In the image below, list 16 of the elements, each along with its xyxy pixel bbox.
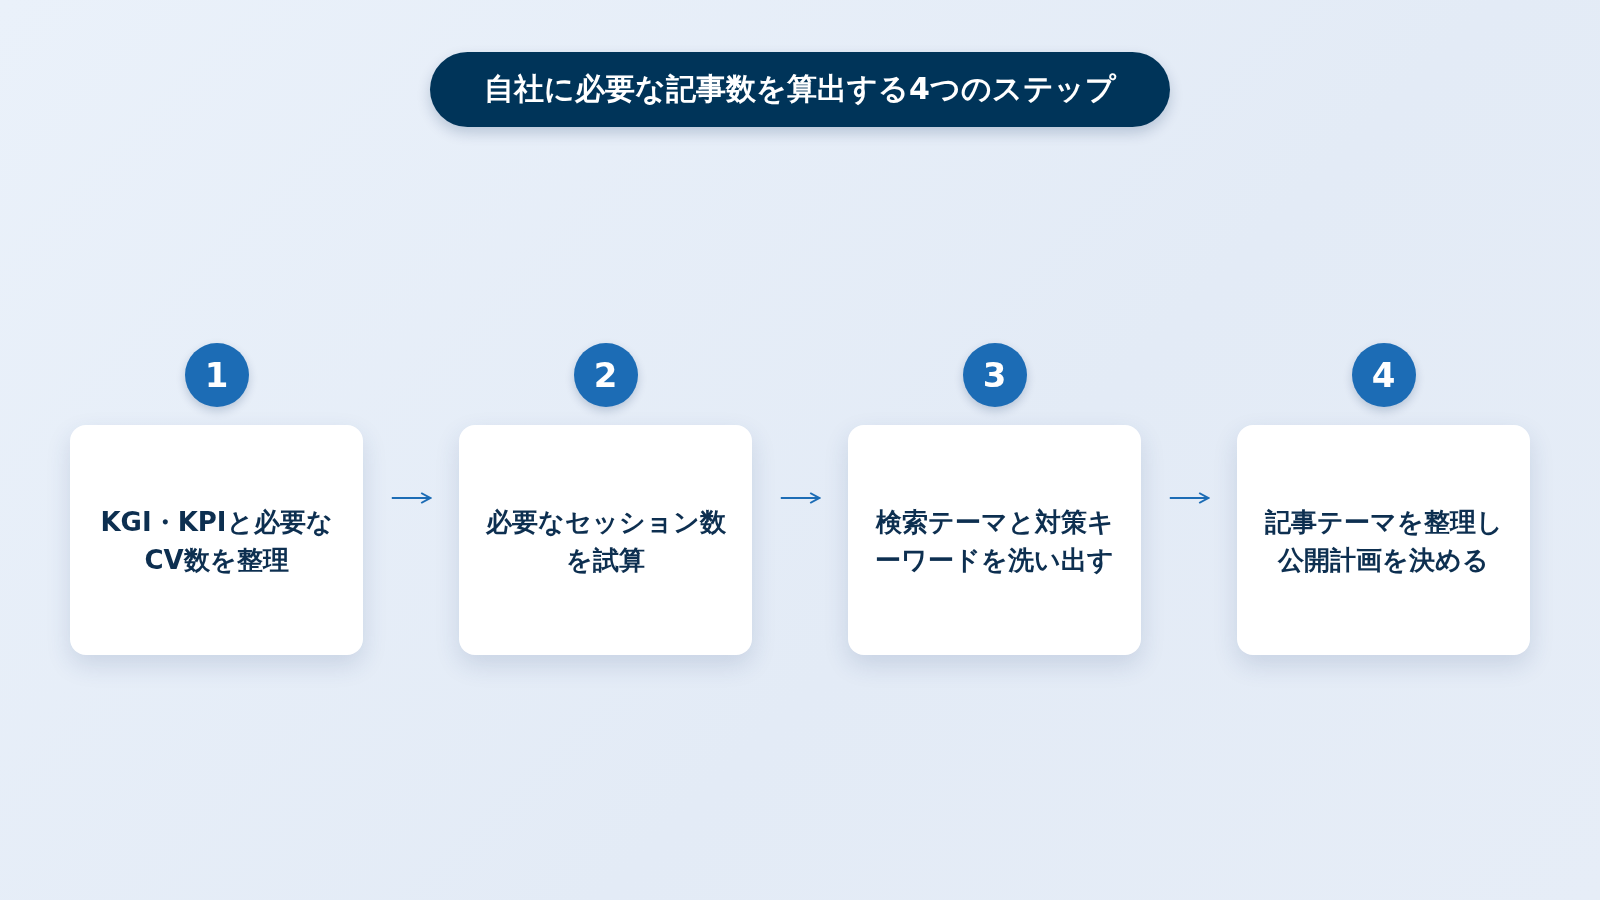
step-text: 必要なセッション数を試算 <box>484 506 727 577</box>
step-card <box>1237 425 1530 655</box>
arrow <box>779 492 821 504</box>
step-number-circle: 4 <box>1351 343 1416 407</box>
step-text: 検索テーマと対策キーワードを洗い出す <box>874 506 1115 577</box>
arrow <box>390 492 432 504</box>
step-card <box>70 425 363 655</box>
step-number-circle: 3 <box>962 343 1027 407</box>
step-text: 記事テーマを整理し公開計画を決める <box>1263 506 1504 577</box>
step-card <box>459 425 752 655</box>
step-number-circle: 2 <box>573 343 638 407</box>
step-text: KGI・KPIと必要なCV数を整理 <box>99 506 334 577</box>
title-banner: 自社に必要な記事数を算出する4つのステップ <box>430 52 1170 127</box>
arrow <box>1168 492 1210 504</box>
step-number-circle: 1 <box>184 343 249 407</box>
step-card <box>848 425 1141 655</box>
